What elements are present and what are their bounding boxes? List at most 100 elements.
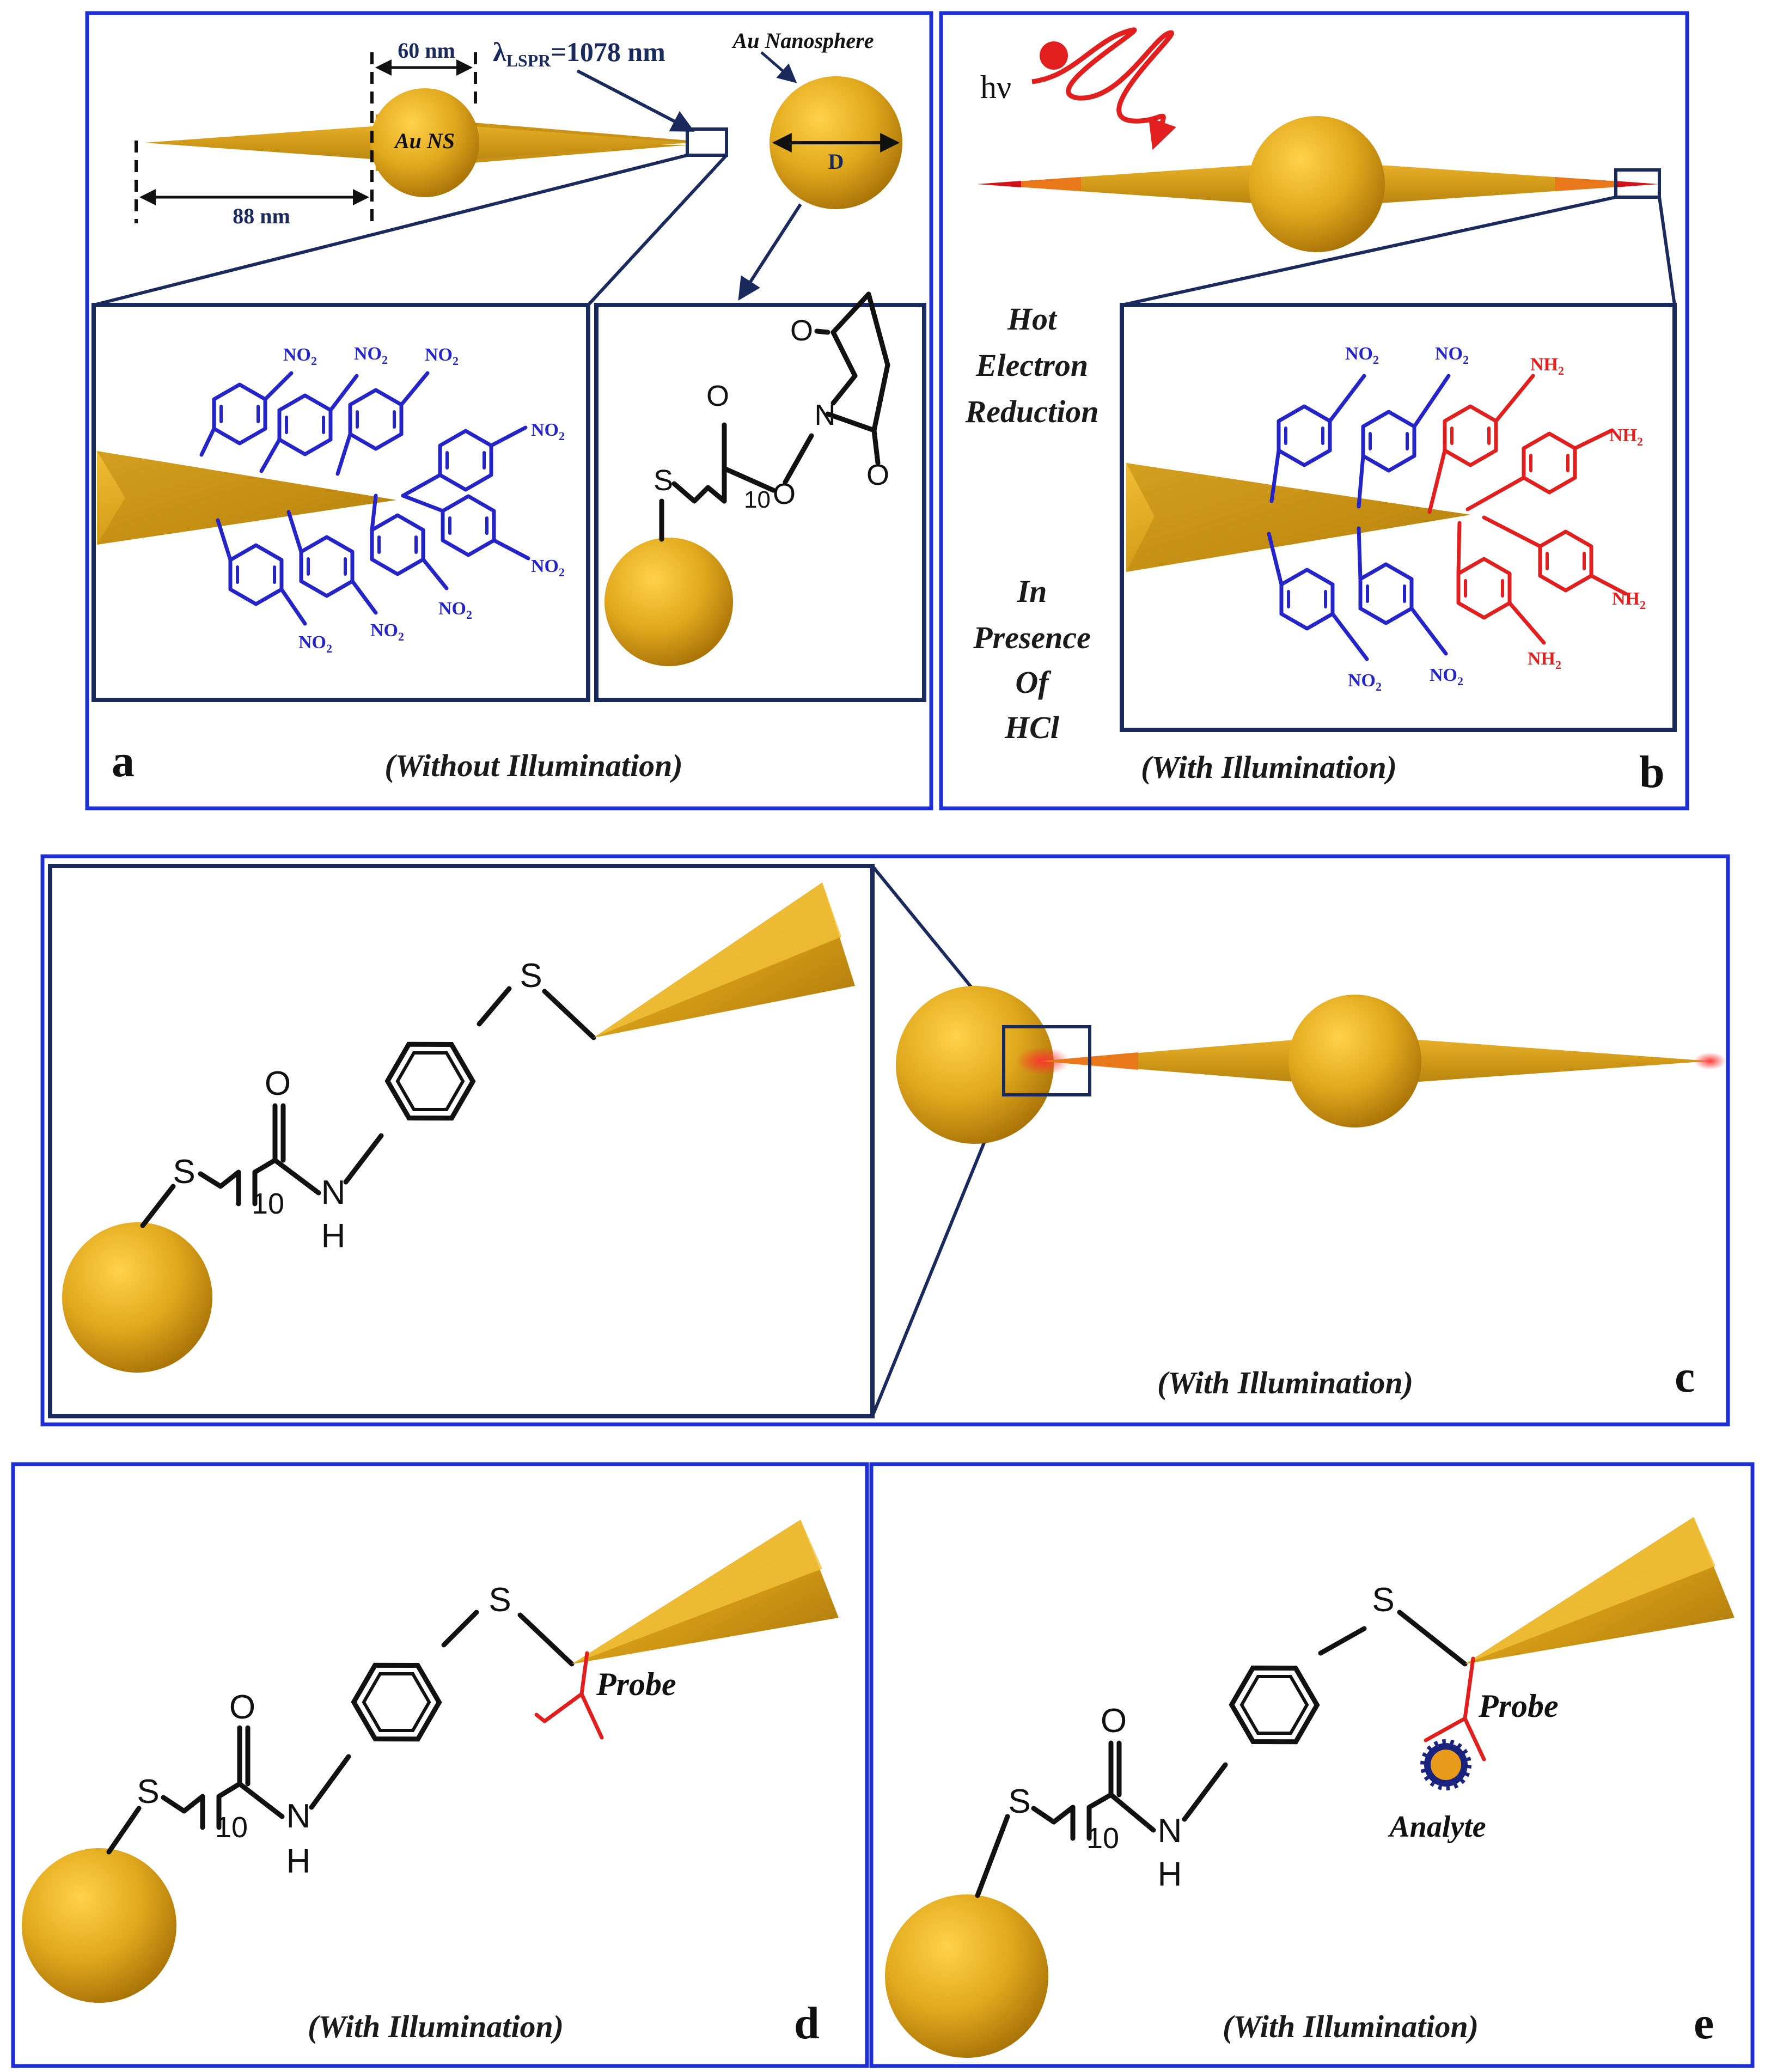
svg-text:NH2: NH2 [1528, 649, 1561, 672]
linker-sphere [604, 538, 733, 666]
atom-n: N [1158, 1812, 1182, 1850]
panel-caption: (Without Illumination) [384, 748, 682, 783]
atom-n: N [321, 1174, 346, 1211]
reduction-inset [1120, 303, 1677, 732]
svg-text:NO2: NO2 [1430, 665, 1463, 688]
reduction-text: Hot Electron Reduction [965, 301, 1099, 429]
svg-text:NO2: NO2 [1435, 344, 1469, 367]
probe-label: Probe [596, 1666, 676, 1702]
benzene-ring [343, 1647, 450, 1757]
analyte-label: Analyte [1388, 1810, 1486, 1844]
svg-text:Of: Of [1015, 665, 1052, 700]
zoom-line [587, 154, 728, 307]
panel-e-border [869, 1462, 1755, 2068]
zoom-line [1658, 197, 1676, 306]
svg-text:Presence: Presence [973, 620, 1091, 655]
atom-o: O [229, 1689, 255, 1726]
atom-h: H [1158, 1856, 1182, 1893]
atom-o: O [706, 380, 729, 412]
nanostar-body [978, 163, 1277, 205]
svg-text:Hot: Hot [1007, 301, 1058, 337]
svg-text:NO2: NO2 [531, 556, 565, 579]
panel-caption: (With Illumination) [308, 2009, 564, 2044]
lspr-arrow [576, 69, 695, 132]
lspr-label: λLSPR=1078 nm [493, 36, 665, 70]
tip-zoom-box [1614, 168, 1661, 199]
svg-text:NO2: NO2 [370, 620, 404, 643]
nitro-molecules [1267, 374, 1451, 661]
probe-antibody-icon [534, 1651, 604, 1740]
length-label: 88 nm [233, 204, 290, 228]
atom-s: S [654, 464, 673, 497]
repeat-count: 10 [252, 1187, 284, 1220]
atom-o: O [773, 478, 796, 510]
svg-text:NO2: NO2 [1348, 671, 1382, 693]
atom-s: S [1008, 1783, 1030, 1820]
linker-structure [975, 1610, 1468, 1898]
zoom-line [1121, 196, 1616, 307]
zoom-line [871, 1094, 1005, 1417]
gold-nanosphere [22, 1848, 176, 2003]
tip-cone [1465, 1517, 1735, 1664]
svg-text:NO2: NO2 [425, 345, 459, 368]
benzene-ring [377, 1026, 484, 1136]
benzene-ring [1221, 1649, 1328, 1760]
panel-letter: c [1675, 1351, 1695, 1402]
light-wave-arrow [1031, 27, 1176, 150]
nanostar-label: Au NS [393, 129, 455, 153]
atom-o: O [1101, 1702, 1127, 1740]
svg-text:NO2: NO2 [438, 599, 472, 621]
panel-a: Au NS 60 nm 88 nm λLSPR=1078 nm Au Nanos… [85, 11, 933, 810]
panel-letter: a [112, 736, 135, 787]
diameter-label: D [828, 149, 844, 174]
linker-structure [140, 986, 596, 1228]
repeat-count: 10 [1086, 1822, 1119, 1855]
svg-text:NO2: NO2 [1345, 344, 1379, 367]
gold-nanosphere [62, 1222, 212, 1373]
nanostar-core [1249, 116, 1385, 252]
nhs-linker-structure [659, 291, 890, 542]
repeat-count: 10 [215, 1811, 248, 1844]
atom-h: H [286, 1843, 311, 1880]
junction-zoom-box [1002, 1025, 1091, 1096]
panel-e: Probe Analyte S O N H S 10 (With Illumin… [869, 1462, 1755, 2068]
nitro-labels: NO2 NO2 NO2 NO2 NO2 NO2 NO2 NO2 [283, 344, 565, 655]
panel-letter: b [1639, 747, 1665, 797]
panel-d: Probe S O N H S 10 (With Illumination) d [11, 1462, 869, 2068]
atom-o: O [790, 314, 813, 347]
analyte-icon [1420, 1739, 1471, 1790]
svg-text:NH2: NH2 [1612, 589, 1646, 612]
svg-text:NO2: NO2 [283, 345, 317, 368]
svg-text:Electron: Electron [975, 348, 1088, 383]
nitro-molecules [199, 371, 530, 626]
tip-cone [594, 882, 855, 1038]
nitro-inset [91, 303, 590, 702]
svg-text:NH2: NH2 [1530, 355, 1564, 377]
panel-letter: e [1694, 1998, 1714, 2049]
panel-c-border [40, 854, 1730, 1427]
svg-text:NO2: NO2 [298, 632, 332, 655]
panel-a-border [85, 11, 933, 810]
nanosphere-arrow [760, 51, 797, 83]
panel-b-border [939, 11, 1689, 810]
linker-inset [594, 303, 926, 702]
probe-label: Probe [1478, 1688, 1559, 1724]
panel-caption: (With Illumination) [1223, 2009, 1479, 2044]
panel-d-border [11, 1462, 869, 2068]
svg-text:NH2: NH2 [1609, 425, 1643, 448]
probe-antibody-icon [1424, 1656, 1486, 1762]
condition-text: In Presence Of HCl [973, 574, 1091, 745]
atom-s: S [520, 957, 542, 995]
atom-s: S [173, 1153, 195, 1191]
panel-b: hν Hot Electron Reduction In Presence Of… [939, 11, 1689, 810]
svg-text:In: In [1017, 574, 1047, 609]
tip-glow [1694, 1052, 1726, 1070]
atom-n: N [815, 399, 836, 431]
atom-o: O [265, 1065, 291, 1102]
svg-text:NO2: NO2 [354, 344, 388, 367]
atom-o: O [866, 459, 889, 491]
tip-cone [572, 1520, 839, 1664]
gold-nanosphere [885, 1894, 1048, 2058]
linker-inset [48, 864, 875, 1418]
